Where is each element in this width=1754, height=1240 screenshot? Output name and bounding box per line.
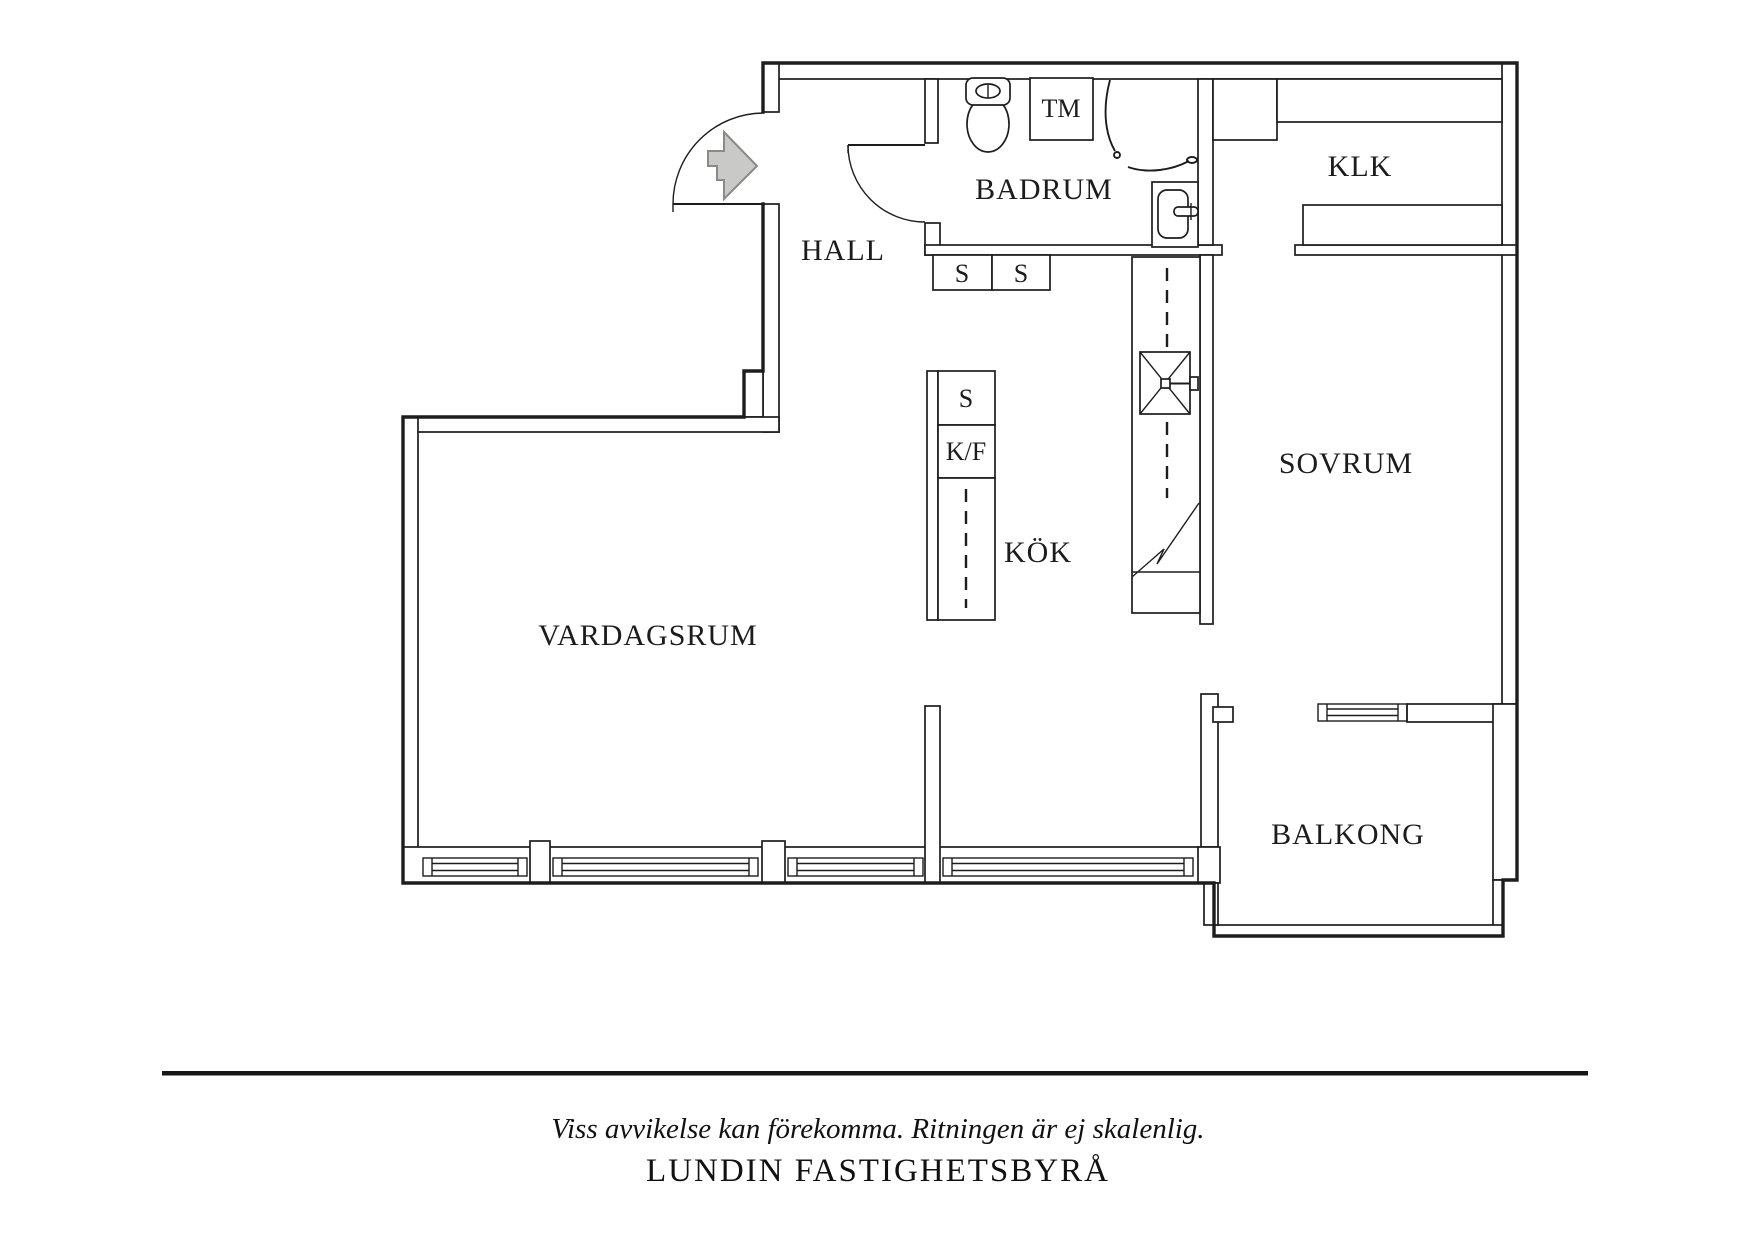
entry-door (672, 112, 764, 212)
wall-top (762, 62, 1518, 80)
kitchen-cabinet-column: S K/F (926, 370, 996, 621)
hall-cabinets: S S HALL (801, 234, 1051, 291)
stove-icon (1131, 502, 1200, 578)
wall-step (743, 370, 764, 418)
windows-livingroom (422, 857, 1194, 877)
wall-bathroom-bottom (924, 244, 1223, 256)
wall-bathroom-left (924, 78, 939, 144)
wall-balcony-right-upper (1492, 703, 1518, 881)
wall-balcony-left-lower (1203, 882, 1219, 926)
window-bedroom (1317, 703, 1408, 722)
washing-machine-label: TM (1042, 94, 1081, 123)
room-label-badrum: BADRUM (975, 173, 1113, 206)
walls (401, 61, 1519, 938)
bathroom-sink-icon (1151, 181, 1199, 248)
wardrobe (1276, 78, 1503, 123)
kitchen-counter-right (1131, 256, 1201, 614)
room-label-sovrum: SOVRUM (1279, 447, 1413, 480)
wall-balcony-nib (1212, 706, 1234, 723)
wall-klk-bottom (1294, 244, 1518, 256)
footer: Viss avvikelse kan förekomma. Ritningen … (162, 1071, 1588, 1189)
window (422, 857, 528, 877)
window-mullion-1 (529, 840, 551, 884)
footer-brand: LUNDIN FASTIGHETSBYRÅ (646, 1152, 1110, 1189)
kitchen-sink-icon (1139, 351, 1199, 415)
window-mullion-2 (761, 840, 786, 884)
room-label-klk: KLK (1328, 150, 1393, 183)
room-label-hall: HALL (801, 234, 885, 267)
wall-kitchen-bedroom (1199, 254, 1214, 625)
entry-arrow-icon (707, 129, 759, 202)
window (552, 857, 759, 877)
room-label-vardagsrum: VARDAGSRUM (538, 619, 758, 652)
wardrobe (1212, 78, 1278, 141)
wall-right (1501, 62, 1518, 705)
entry-door-swing-arc (672, 112, 764, 205)
wall-hall-left-upper (762, 62, 780, 113)
bathroom-door-swing-arc (847, 144, 926, 223)
wall-bedroom-bottom-right (1406, 703, 1504, 723)
room-label-kok: KÖK (1004, 536, 1072, 569)
kitchen: S K/F KÖK (926, 256, 1201, 621)
wall-livingroom-top (402, 416, 780, 433)
wall-left (402, 416, 419, 884)
wall-bottom-band (402, 846, 1215, 884)
closet-label: S (955, 259, 969, 288)
kitchen-closet-box (937, 370, 996, 426)
bathroom: TM BADRUM (847, 77, 1199, 248)
room-label-balkong: BALKONG (1271, 818, 1425, 851)
wall-junction-balcony (1197, 846, 1221, 884)
closet-cabinet (932, 254, 993, 291)
wall-bathroom-klk-divider (1197, 78, 1214, 246)
kitchen-closet-label: S (959, 384, 973, 413)
wardrobe (1302, 204, 1503, 246)
footer-divider (162, 1071, 1588, 1076)
window (787, 857, 924, 877)
window (942, 857, 1194, 877)
wall-hall-left-lower (762, 203, 780, 433)
toilet-icon (965, 77, 1011, 153)
klk-closet: KLK (1212, 78, 1503, 246)
washing-machine: TM (1029, 77, 1094, 141)
fridge-freezer-box (937, 424, 996, 479)
fridge-freezer-label: K/F (946, 437, 986, 466)
closet-label: S (1014, 259, 1028, 288)
wall-livingroom-kitchen-stub (924, 705, 941, 884)
closet-cabinet (991, 254, 1051, 291)
exterior-outline (401, 61, 1519, 938)
shower-curtain-icon (1104, 79, 1198, 172)
footer-disclaimer: Viss avvikelse kan förekomma. Ritningen … (551, 1113, 1204, 1145)
